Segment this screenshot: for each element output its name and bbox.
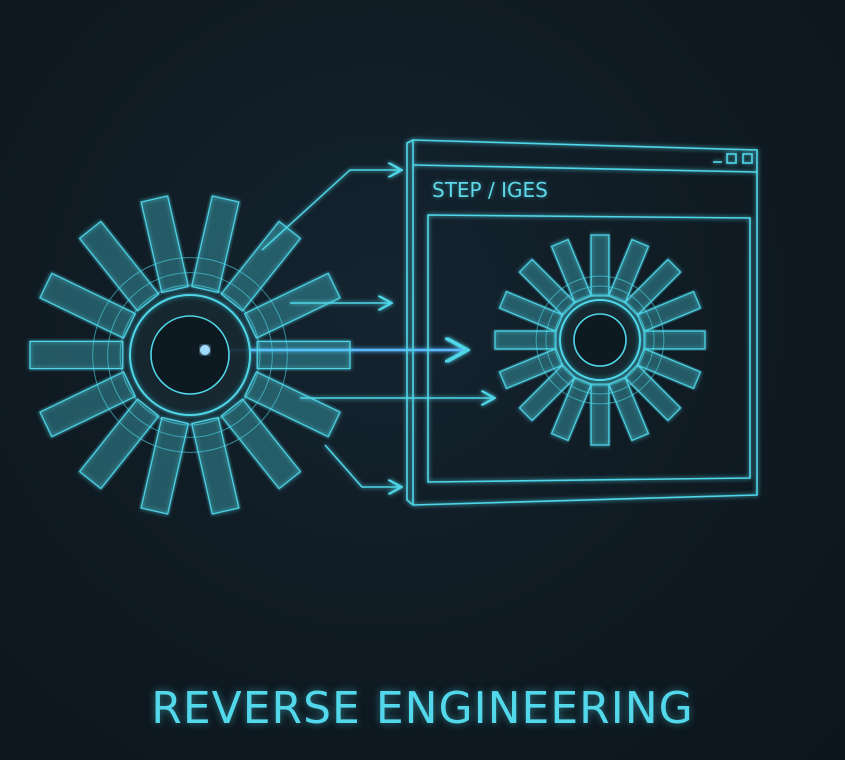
gear-tooth — [518, 258, 577, 317]
gear-tooth — [243, 371, 341, 438]
gear-tooth — [140, 416, 190, 515]
physical-gear — [29, 195, 351, 515]
gear-tooth — [220, 220, 302, 312]
gear-tooth — [39, 272, 137, 339]
arrow — [324, 444, 400, 487]
caption-title: REVERSE ENGINEERING — [151, 683, 694, 734]
gear-bore — [150, 315, 230, 395]
gear-tooth — [243, 272, 341, 339]
gear-tooth — [636, 290, 702, 333]
gear-tooth — [498, 347, 564, 390]
close-icon — [742, 153, 753, 164]
gear-tooth — [220, 398, 302, 490]
maximize-icon — [726, 153, 737, 164]
gear-tooth — [78, 220, 160, 312]
gear-tooth — [607, 238, 650, 304]
gear-tooth — [190, 416, 240, 515]
gear-tooth — [256, 340, 351, 370]
gear-tooth — [607, 376, 650, 442]
gear-tooth — [623, 258, 682, 317]
gear-tooth — [78, 398, 160, 490]
gear-tooth — [518, 363, 577, 422]
gear-tooth — [623, 363, 682, 422]
gear-bore — [573, 313, 627, 367]
gear-tooth — [140, 195, 190, 294]
gear-tooth — [550, 238, 593, 304]
gear-tooth — [190, 195, 240, 294]
window-title: STEP / IGES — [432, 178, 548, 202]
cad-gear-model — [494, 234, 706, 446]
gear-tooth — [29, 340, 124, 370]
gear-tooth — [39, 371, 137, 438]
gear-tooth — [636, 347, 702, 390]
cad-window — [406, 139, 758, 506]
gear-tooth — [643, 330, 706, 350]
gear-tooth — [498, 290, 564, 333]
gear-tooth — [590, 383, 610, 446]
gear-tooth — [590, 234, 610, 297]
scan-point — [200, 345, 210, 355]
gear-tooth — [494, 330, 557, 350]
gear-tooth — [550, 376, 593, 442]
arrow — [261, 170, 400, 251]
